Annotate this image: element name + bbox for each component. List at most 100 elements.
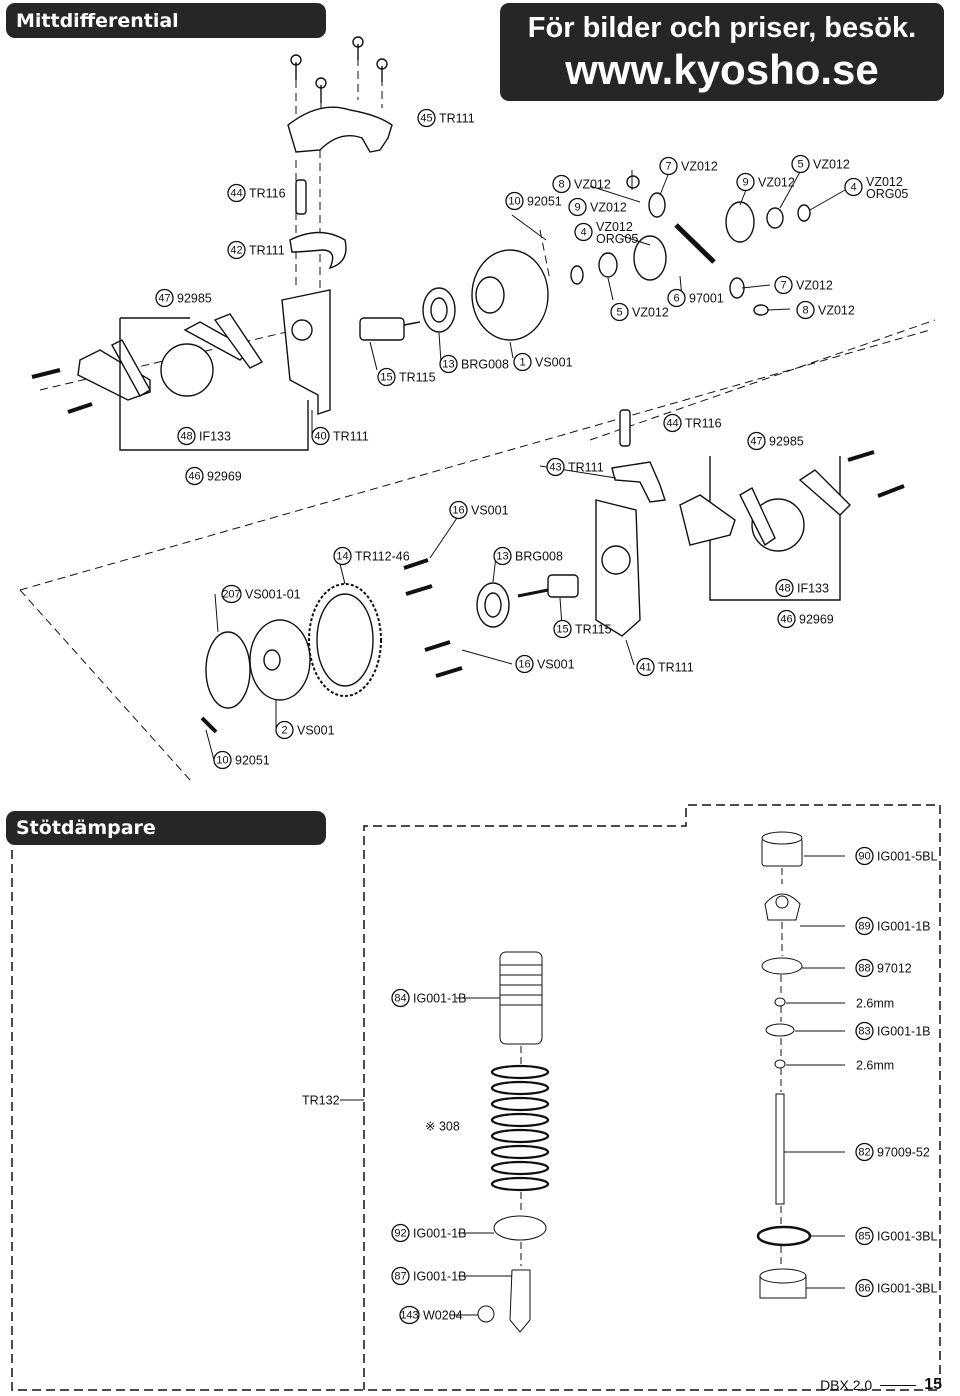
callout-circle bbox=[855, 958, 874, 978]
callout-number: 8 bbox=[558, 179, 564, 191]
callout-circle bbox=[574, 222, 593, 242]
callout-circle bbox=[515, 654, 534, 674]
part-code: IG001-5BL bbox=[877, 850, 938, 864]
callout-number: 13 bbox=[496, 551, 508, 563]
part-code: 97009-52 bbox=[877, 1146, 930, 1160]
callout-18: 1 VS001 bbox=[513, 352, 573, 372]
callout-circle bbox=[155, 288, 174, 308]
callout-number: 10 bbox=[508, 196, 520, 208]
promo-banner[interactable]: För bilder och priser, besök. www.kyosho… bbox=[500, 3, 944, 101]
callout-number: 87 bbox=[394, 1271, 406, 1283]
callout-circle bbox=[791, 154, 810, 174]
part-code-2: ORG05 bbox=[596, 232, 638, 246]
callout-50: 143 W0204 bbox=[399, 1305, 463, 1325]
callout-circle bbox=[185, 466, 204, 486]
callout-circle bbox=[333, 546, 352, 566]
part-code: TR115 bbox=[575, 623, 612, 637]
callout-circle bbox=[855, 916, 874, 936]
part-code: IF133 bbox=[199, 430, 231, 444]
part-code: VZ012 bbox=[590, 201, 627, 215]
callout-circle bbox=[213, 750, 232, 770]
part-code: VS001 bbox=[535, 356, 573, 370]
callout-number: 6 bbox=[673, 293, 679, 305]
callout-number: 83 bbox=[858, 1026, 870, 1038]
callout-circle bbox=[663, 413, 682, 433]
callout-circle bbox=[227, 183, 246, 203]
callout-circle bbox=[855, 1142, 874, 1162]
callout-number: 41 bbox=[639, 662, 651, 674]
callout-circle bbox=[844, 177, 863, 197]
callout-circle bbox=[177, 426, 196, 446]
callout-number: 42 bbox=[230, 245, 242, 257]
callout-number: 90 bbox=[858, 851, 870, 863]
part-code: IG001-1B bbox=[413, 1270, 467, 1284]
part-code: 92969 bbox=[207, 470, 242, 484]
part-code: 97012 bbox=[877, 962, 912, 976]
part-code: VZ012 bbox=[758, 176, 795, 190]
callout-circle bbox=[855, 1226, 874, 1246]
part-code: TR111 bbox=[439, 112, 475, 126]
callout-number: 143 bbox=[400, 1310, 418, 1322]
callout-number: 16 bbox=[518, 659, 530, 671]
callout-circle bbox=[855, 846, 874, 866]
callout-number: 92 bbox=[394, 1228, 406, 1240]
callout-circle bbox=[311, 426, 330, 446]
part-code: VZ012 bbox=[813, 158, 850, 172]
callout-44: ※ 308 bbox=[425, 1120, 460, 1134]
part-code: TR111 bbox=[249, 244, 285, 258]
callout-circle bbox=[377, 367, 396, 387]
callout-circle bbox=[855, 1021, 874, 1041]
footer-rule bbox=[880, 1384, 917, 1386]
shock-drawings bbox=[11, 804, 941, 1391]
callout-5: 9 VZ012 bbox=[568, 197, 627, 217]
callout-number: 43 bbox=[549, 462, 561, 474]
part-code: TR116 bbox=[249, 187, 286, 201]
callout-42: 2.6mm bbox=[856, 1059, 894, 1073]
callout-number: 89 bbox=[858, 921, 870, 933]
callout-3: 10 92051 bbox=[505, 191, 562, 211]
callout-number: 207 bbox=[222, 589, 240, 601]
callout-circle bbox=[736, 172, 755, 192]
part-code: 2.6mm bbox=[856, 997, 894, 1011]
part-code: IG001-1B bbox=[877, 920, 931, 934]
part-code: VZ012 bbox=[818, 304, 855, 318]
part-code: W0204 bbox=[423, 1309, 463, 1323]
callout-number: 16 bbox=[452, 505, 464, 517]
part-code: 92051 bbox=[527, 195, 562, 209]
promo-url[interactable]: www.kyosho.se bbox=[565, 46, 879, 93]
callout-number: 9 bbox=[574, 202, 580, 214]
part-code: 92985 bbox=[177, 292, 212, 306]
part-code: VS001 bbox=[297, 724, 335, 738]
callout-number: 4 bbox=[850, 182, 856, 194]
part-code: IF133 bbox=[797, 582, 829, 596]
callout-number: 15 bbox=[556, 624, 568, 636]
part-code: TR115 bbox=[399, 371, 436, 385]
callout-circle bbox=[777, 609, 796, 629]
promo-line1: För bilder och priser, besök. bbox=[527, 12, 917, 44]
callout-circle bbox=[610, 302, 629, 322]
part-code-2: ORG05 bbox=[866, 187, 908, 201]
callout-number: 48 bbox=[778, 583, 790, 595]
callout-number: 1 bbox=[519, 357, 525, 369]
